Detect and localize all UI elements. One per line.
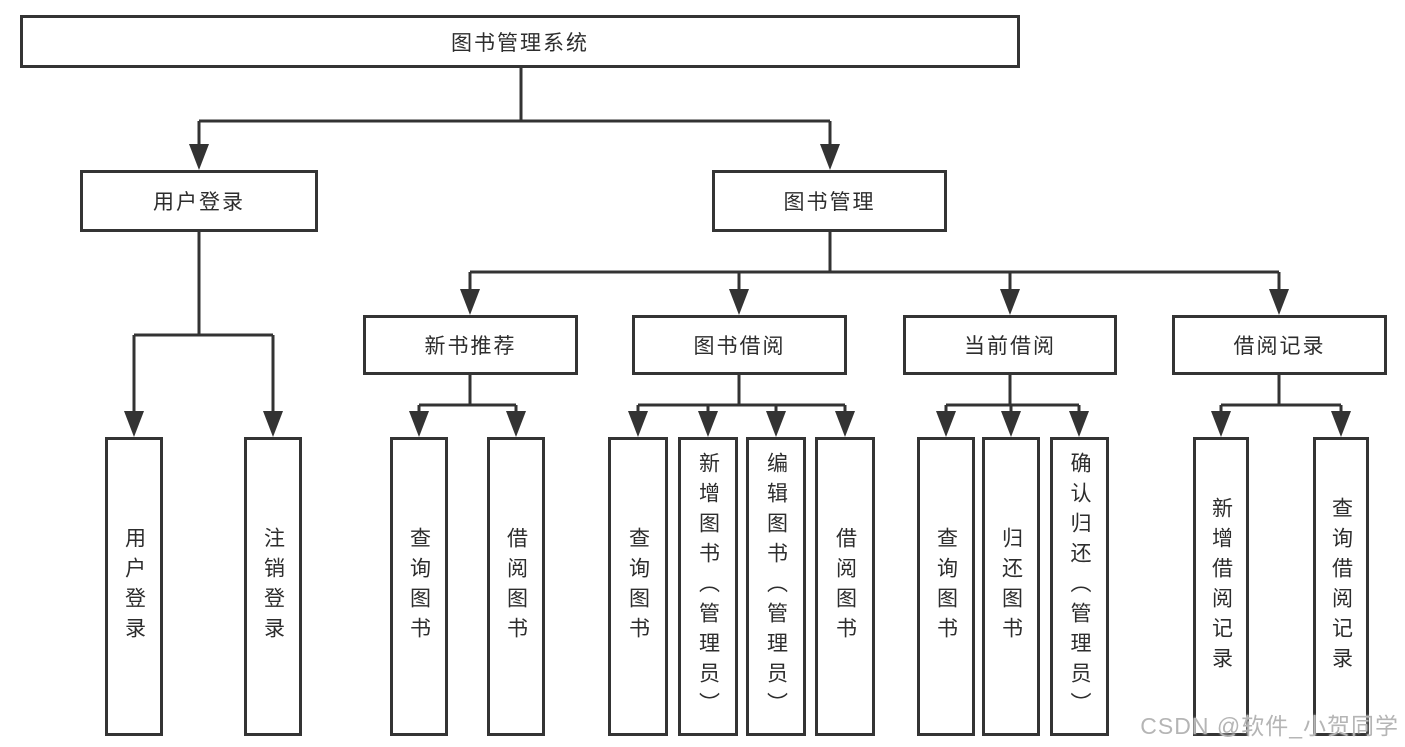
node-borrowing-records-label: 借阅记录 <box>1233 335 1326 358</box>
leaf-borrow-books-borrowing-label: 借阅图书 <box>833 526 857 647</box>
leaf-add-books-admin-label: 新增图书（管理员） <box>696 451 720 722</box>
leaf-return-books-label: 归还图书 <box>999 526 1023 647</box>
leaf-add-borrow-record-label: 新增借阅记录 <box>1209 496 1233 677</box>
arrowheads <box>124 144 1351 437</box>
leaf-confirm-return-admin: 确认归还（管理员） <box>1050 437 1109 736</box>
leaf-borrow-books-recommend-label: 借阅图书 <box>504 526 528 647</box>
leaf-query-books-current-label: 查询图书 <box>934 526 958 647</box>
leaf-confirm-return-admin-label: 确认归还（管理员） <box>1068 451 1091 722</box>
leaf-logout-label: 注销登录 <box>261 526 285 647</box>
node-borrowing-records: 借阅记录 <box>1172 315 1387 375</box>
node-book-management-label: 图书管理 <box>783 191 876 214</box>
csdn-watermark: CSDN @软件_小贺同学 <box>1140 713 1399 739</box>
leaf-add-borrow-record: 新增借阅记录 <box>1193 437 1249 736</box>
leaf-query-books-recommend: 查询图书 <box>390 437 448 736</box>
node-new-book-recommendation: 新书推荐 <box>363 315 578 375</box>
node-book-borrowing-label: 图书借阅 <box>693 335 786 358</box>
node-current-borrowing-label: 当前借阅 <box>964 335 1056 358</box>
leaf-query-books-borrowing: 查询图书 <box>608 437 668 736</box>
node-root: 图书管理系统 <box>20 15 1020 68</box>
node-user-login-label: 用户登录 <box>153 191 245 214</box>
leaf-query-books-current: 查询图书 <box>917 437 975 736</box>
node-book-management: 图书管理 <box>712 170 947 232</box>
leaf-logout: 注销登录 <box>244 437 302 736</box>
leaf-return-books: 归还图书 <box>982 437 1040 736</box>
leaf-edit-books-admin: 编辑图书（管理员） <box>746 437 806 736</box>
leaf-query-books-borrowing-label: 查询图书 <box>626 526 650 647</box>
leaf-borrow-books-recommend: 借阅图书 <box>487 437 545 736</box>
node-root-label: 图书管理系统 <box>451 31 589 55</box>
node-current-borrowing: 当前借阅 <box>903 315 1117 375</box>
node-book-borrowing: 图书借阅 <box>632 315 847 375</box>
leaf-user-login: 用户登录 <box>105 437 163 736</box>
leaf-borrow-books-borrowing: 借阅图书 <box>815 437 875 736</box>
node-user-login: 用户登录 <box>80 170 318 232</box>
leaf-query-borrow-record: 查询借阅记录 <box>1313 437 1369 736</box>
leaf-add-books-admin: 新增图书（管理员） <box>678 437 738 736</box>
leaf-user-login-label: 用户登录 <box>122 526 146 647</box>
node-new-book-recommendation-label: 新书推荐 <box>424 335 517 358</box>
leaf-query-books-recommend-label: 查询图书 <box>407 526 431 647</box>
leaf-query-borrow-record-label: 查询借阅记录 <box>1329 496 1353 677</box>
leaf-edit-books-admin-label: 编辑图书（管理员） <box>764 451 788 722</box>
